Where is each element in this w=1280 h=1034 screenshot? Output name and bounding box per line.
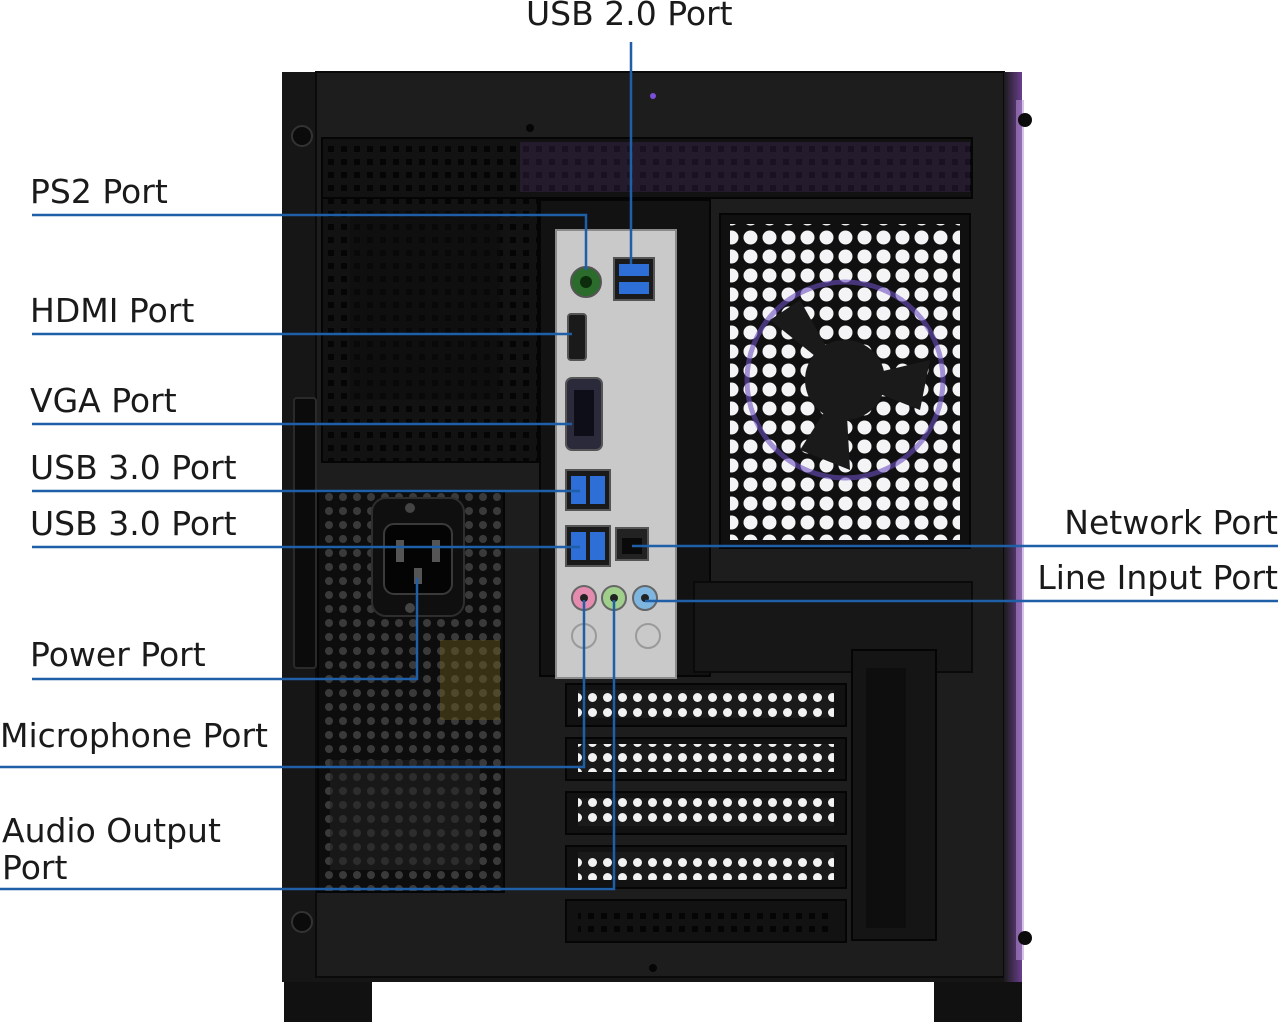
side-handle — [293, 397, 317, 669]
label-usb30-port-b: USB 3.0 Port — [30, 504, 237, 543]
label-power-port: Power Port — [30, 635, 206, 674]
label-microphone-port: Microphone Port — [0, 716, 268, 755]
label-line-input-port: Line Input Port — [1037, 558, 1278, 597]
psu-mesh — [317, 491, 505, 893]
leader-audio-output — [0, 600, 616, 891]
label-usb20-port: USB 2.0 Port — [526, 0, 733, 33]
hdmi-port — [567, 313, 587, 361]
rear-fan-vent — [719, 213, 971, 549]
expansion-slots — [565, 649, 937, 943]
label-hdmi-port: HDMI Port — [30, 291, 195, 330]
leader-microphone — [0, 600, 586, 769]
power-socket — [371, 497, 465, 617]
label-audio-output-line2: Port — [2, 847, 68, 887]
label-network-port: Network Port — [1064, 503, 1278, 542]
leader-lines — [0, 42, 1278, 891]
label-usb30-port-a: USB 3.0 Port — [30, 448, 237, 487]
io-shield — [555, 229, 677, 679]
psu-upper-vent — [321, 197, 539, 463]
label-audio-output-line1: Audio Output — [2, 811, 221, 850]
top-vent — [321, 137, 973, 199]
label-vga-port: VGA Port — [30, 381, 177, 420]
label-ps2-port: PS2 Port — [30, 172, 168, 211]
leader-power — [32, 578, 419, 681]
label-audio-output-port: Audio Output Port — [2, 811, 221, 887]
leader-ps2 — [32, 213, 588, 270]
